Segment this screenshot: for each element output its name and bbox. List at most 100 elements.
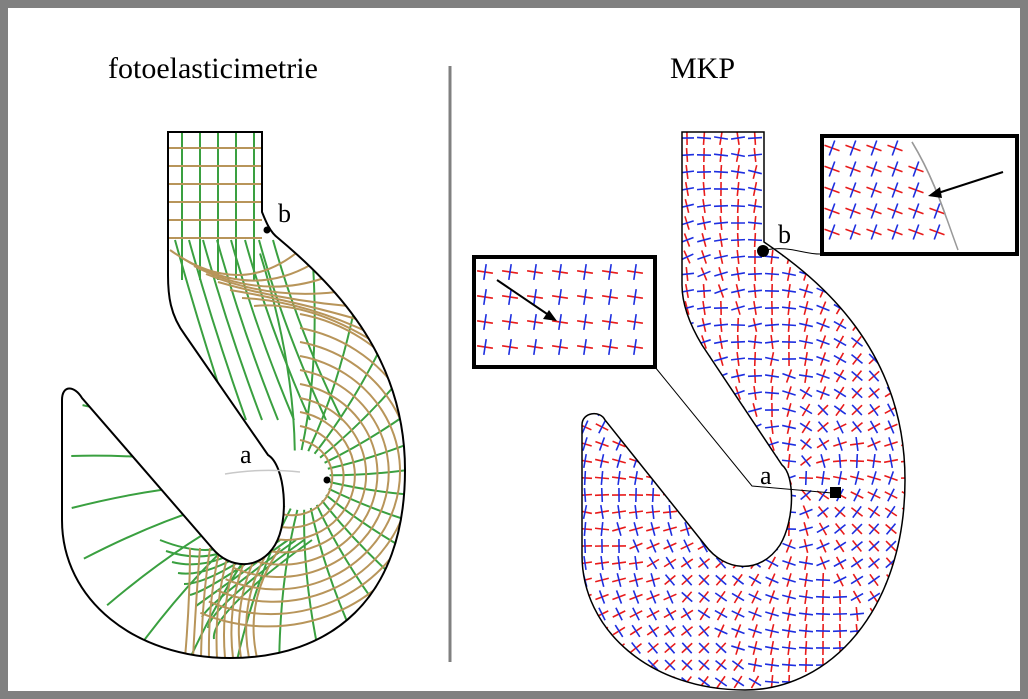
- stress-bar-1: [680, 405, 694, 415]
- stress-bar-2: [583, 453, 587, 469]
- stress-bar-2: [782, 542, 796, 550]
- stress-cross: [868, 540, 880, 552]
- stress-bar-1: [903, 607, 905, 621]
- stress-cross: [731, 539, 745, 553]
- stress-cross: [764, 419, 780, 435]
- stress-cross: [612, 454, 626, 468]
- stress-cross: [798, 589, 814, 605]
- stress-cross: [713, 198, 729, 214]
- stress-bar-2: [730, 152, 746, 158]
- stress-cross: [816, 522, 830, 536]
- stress-bar-1: [680, 475, 694, 481]
- stress-cross: [900, 662, 905, 668]
- stress-bar-1: [681, 438, 693, 450]
- inset-detail-b: [820, 134, 1019, 256]
- stress-cross: [582, 182, 592, 196]
- stress-bar-2: [647, 421, 659, 433]
- stress-bar-2: [697, 237, 711, 243]
- stress-bar-2: [833, 541, 847, 551]
- stress-bar-2: [798, 322, 814, 328]
- stress-bar-1: [750, 437, 760, 451]
- stress-cross: [629, 233, 643, 247]
- stress-bar-1: [885, 302, 897, 314]
- stress-bar-1: [582, 405, 592, 415]
- stress-bar-2: [782, 577, 796, 583]
- stress-bar-1: [770, 232, 774, 248]
- stress-bar-2: [662, 169, 678, 175]
- stress-cross: [715, 693, 727, 699]
- stress-bar-2: [868, 523, 880, 535]
- stress-bar-1: [900, 459, 905, 463]
- stress-bar-2: [730, 272, 746, 276]
- stress-bar-2: [903, 318, 905, 332]
- stress-bar-1: [616, 216, 622, 230]
- stress-bar-1: [769, 199, 775, 213]
- stress-cross: [883, 674, 899, 690]
- stress-cross: [697, 539, 711, 553]
- stress-cross: [698, 693, 710, 699]
- stress-cross: [647, 676, 659, 688]
- stress-cross: [901, 301, 905, 315]
- stress-bar-1: [597, 165, 607, 179]
- stress-bar-2: [801, 455, 811, 467]
- stress-bar-2: [597, 641, 607, 655]
- stress-bar-1: [629, 440, 643, 448]
- stress-cross: [782, 386, 796, 400]
- stress-cross: [576, 288, 594, 306]
- stress-bar-2: [782, 407, 796, 413]
- stress-bar-2: [870, 224, 878, 240]
- stress-bar-2: [583, 555, 587, 571]
- stress-bar-2: [906, 437, 909, 451]
- stress-bar-2: [834, 523, 846, 535]
- stress-cross: [747, 266, 763, 282]
- stress-bar-2: [613, 695, 624, 699]
- stress-bar-2: [629, 168, 643, 176]
- stress-bar-2: [912, 224, 920, 240]
- stress-cross: [646, 165, 660, 179]
- stress-cross: [646, 182, 660, 196]
- stress-bar-1: [872, 657, 876, 673]
- stress-bar-1: [714, 541, 728, 551]
- stress-cross: [664, 642, 676, 654]
- stress-bar-2: [683, 539, 691, 553]
- stress-cross: [680, 250, 694, 264]
- stress-bar-2: [582, 133, 592, 143]
- stress-bar-2: [816, 321, 830, 329]
- stress-bar-2: [648, 437, 658, 451]
- stress-cross: [731, 284, 745, 298]
- stress-cross: [681, 591, 693, 603]
- stress-bar-1: [714, 439, 728, 449]
- stress-cross: [663, 624, 677, 638]
- stress-cross: [833, 318, 847, 332]
- stress-cross: [664, 370, 676, 382]
- stress-bar-1: [901, 389, 905, 397]
- stress-bar-2: [850, 337, 864, 347]
- stress-bar-1: [787, 487, 791, 503]
- stress-bar-2: [885, 540, 897, 552]
- stress-bar-2: [583, 338, 587, 356]
- stress-cross: [731, 658, 745, 672]
- stress-cross: [749, 693, 761, 699]
- stress-cross: [696, 283, 712, 299]
- stress-cross: [868, 285, 880, 297]
- stress-bar-1: [735, 693, 742, 699]
- stress-bar-1: [888, 640, 894, 656]
- stress-bar-1: [748, 524, 762, 534]
- leader-line-a-right: [654, 366, 833, 494]
- stress-cross: [630, 404, 642, 416]
- stress-bar-1: [598, 132, 606, 145]
- stress-cross: [883, 640, 899, 656]
- trajectory-line: [325, 494, 405, 596]
- stress-cross: [646, 386, 660, 400]
- stress-cross: [612, 624, 626, 638]
- stress-cross: [901, 352, 905, 366]
- stress-bar-1: [582, 199, 589, 213]
- stress-cross: [850, 488, 864, 502]
- stress-bar-1: [787, 147, 791, 163]
- stress-bar-2: [817, 404, 829, 416]
- stress-cross: [747, 132, 763, 146]
- stress-cross: [851, 421, 863, 433]
- stress-cross: [715, 421, 727, 433]
- stress-cross: [781, 147, 797, 163]
- stress-bar-2: [765, 186, 779, 192]
